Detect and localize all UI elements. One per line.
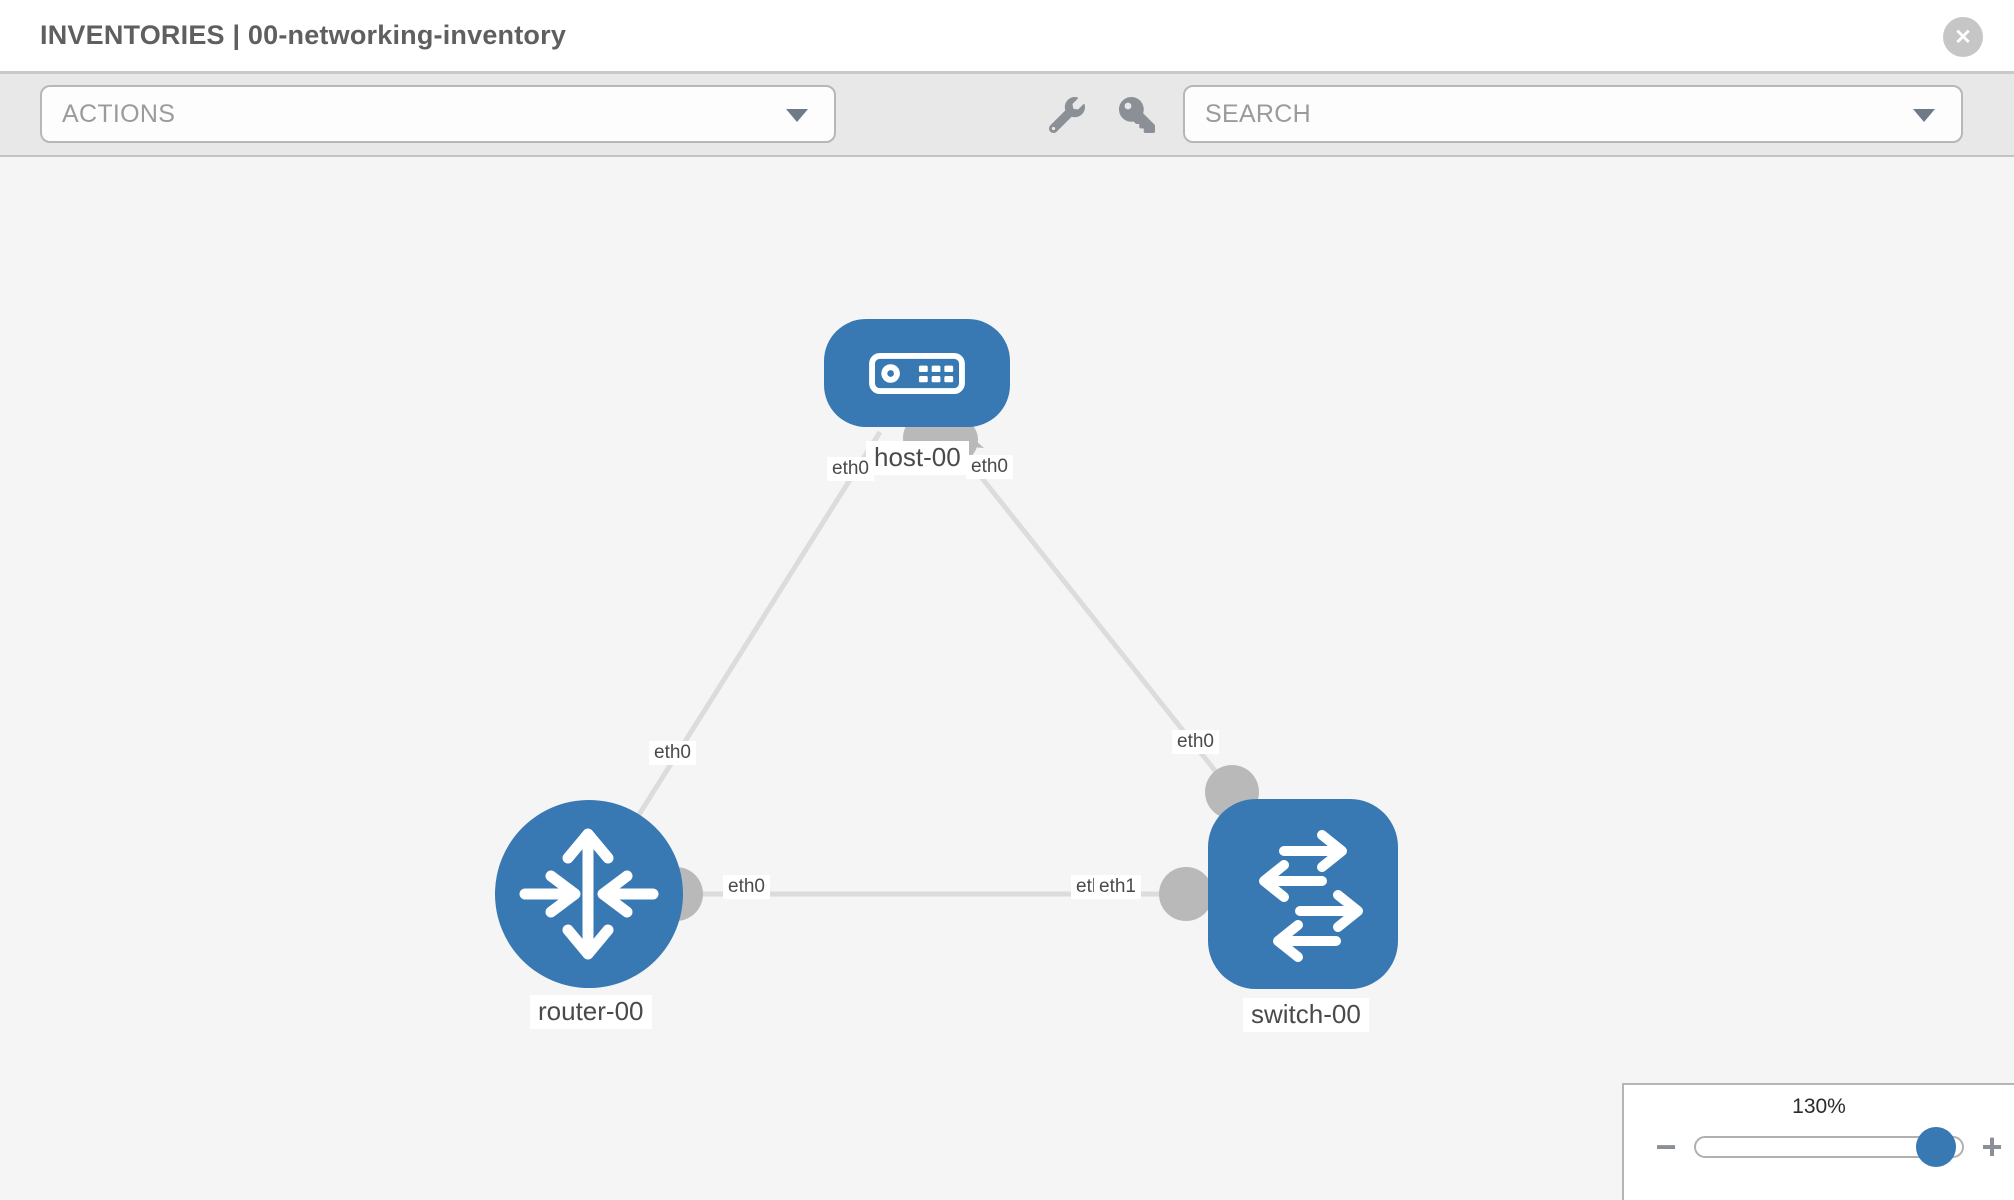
zoom-out-button[interactable]: − bbox=[1646, 1129, 1686, 1165]
chevron-down-icon bbox=[1913, 109, 1935, 122]
topology-canvas[interactable]: host-00 router-00 switch-00 eth0 eth0 et… bbox=[0, 159, 2014, 1200]
interface-label-host-eth0: eth0 bbox=[966, 455, 1013, 479]
page-title: INVENTORIES | 00-networking-inventory bbox=[40, 20, 567, 50]
actions-dropdown[interactable]: ACTIONS bbox=[40, 85, 836, 143]
actions-dropdown-label: ACTIONS bbox=[62, 99, 176, 128]
key-icon bbox=[1119, 96, 1155, 136]
zoom-in-button[interactable]: + bbox=[1972, 1129, 2012, 1165]
interface-label-switch-eth0: eth0 bbox=[1172, 730, 1219, 754]
node-router-00[interactable] bbox=[495, 800, 683, 988]
wrench-icon bbox=[1048, 96, 1085, 136]
search-dropdown-label: SEARCH bbox=[1205, 99, 1311, 128]
zoom-slider-thumb[interactable] bbox=[1916, 1127, 1956, 1167]
zoom-level-value: 130% bbox=[1792, 1095, 1846, 1118]
node-label-host: host-00 bbox=[866, 441, 969, 475]
switch-port bbox=[1159, 867, 1213, 921]
close-button[interactable]: ✕ bbox=[1943, 17, 1983, 57]
zoom-slider-row: − + bbox=[1624, 1125, 2014, 1169]
header-bar: INVENTORIES | 00-networking-inventory ✕ bbox=[0, 0, 2014, 74]
zoom-control-panel: 130% − + bbox=[1622, 1083, 2014, 1200]
interface-label-router-eth0: eth0 bbox=[649, 741, 696, 765]
credentials-button[interactable] bbox=[1114, 93, 1160, 139]
interface-label-host-eth0: eth0 bbox=[827, 457, 874, 481]
server-icon bbox=[868, 352, 966, 395]
zoom-slider-track[interactable] bbox=[1694, 1127, 1964, 1167]
node-label-switch: switch-00 bbox=[1243, 998, 1369, 1032]
interface-label-router-eth0: eth0 bbox=[723, 875, 770, 899]
chevron-down-icon bbox=[786, 109, 808, 122]
configure-button[interactable] bbox=[1044, 93, 1090, 139]
toolbar: ACTIONS SEARCH bbox=[0, 74, 2014, 157]
node-switch-00[interactable] bbox=[1208, 799, 1398, 989]
links-layer bbox=[586, 413, 1259, 921]
interface-label-switch-eth1: eth1 bbox=[1094, 875, 1141, 899]
search-dropdown[interactable]: SEARCH bbox=[1183, 85, 1963, 143]
node-host-00[interactable] bbox=[824, 319, 1010, 427]
close-icon: ✕ bbox=[1954, 25, 1972, 49]
switch-icon bbox=[1208, 799, 1398, 989]
node-label-router: router-00 bbox=[530, 995, 652, 1029]
router-icon bbox=[495, 800, 683, 988]
